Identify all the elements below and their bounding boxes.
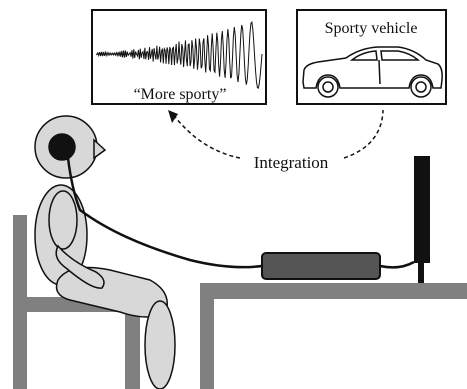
integration-label: Integration xyxy=(254,153,329,172)
nose xyxy=(93,138,107,160)
integration-arrow-left xyxy=(171,112,241,159)
vehicle-panel-label: Sporty vehicle xyxy=(325,20,418,37)
headphone-icon xyxy=(48,133,76,161)
device-cable xyxy=(379,260,415,269)
headphone-cable xyxy=(66,157,263,269)
table xyxy=(200,283,467,389)
monitor-screen xyxy=(414,156,430,263)
waveform-panel xyxy=(91,9,267,105)
waveform-label: “More sporty” xyxy=(134,86,227,103)
integration-arrow-right xyxy=(343,109,384,159)
monitor-stand xyxy=(418,263,424,283)
seated-person xyxy=(34,115,176,389)
car-icon xyxy=(302,46,443,98)
sound-waveform xyxy=(95,20,263,90)
audio-device xyxy=(261,252,381,280)
arrow-head-icon xyxy=(168,110,178,123)
